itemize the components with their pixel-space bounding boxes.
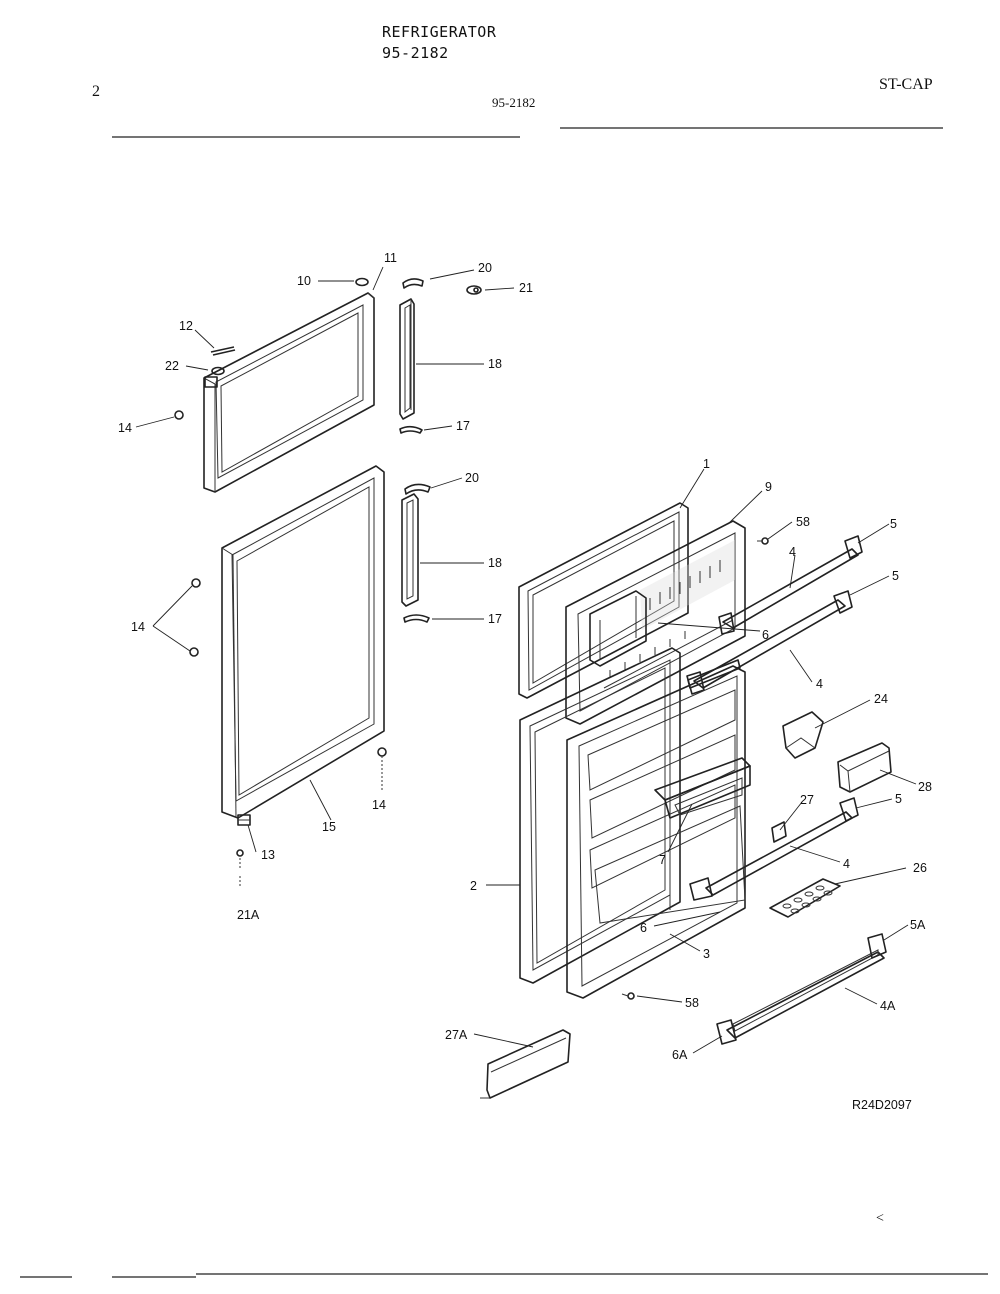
dairy-door-7 (654, 757, 751, 819)
fresh-food-door-liner-3 (566, 665, 746, 999)
callout-21: 21 (519, 281, 533, 295)
freezer-door-handle-18 (399, 298, 415, 420)
callout-14-upper: 14 (118, 421, 132, 435)
screw-58-upper (757, 537, 769, 545)
callout-14-middle: 14 (131, 620, 145, 634)
freezer-door-frame (203, 292, 375, 493)
egg-tray-26 (769, 878, 841, 918)
diagram-title: REFRIGERATOR (382, 23, 497, 41)
fresh-food-door-gasket-2 (519, 647, 681, 984)
section-code: ST-CAP (879, 76, 933, 93)
callout-20-lower: 20 (465, 471, 479, 485)
fresh-food-door-frame (221, 465, 385, 819)
callout-27a: 27A (445, 1028, 468, 1042)
header-model-number: 95-2182 (382, 44, 449, 62)
shelf-bracket-6-upper (687, 659, 741, 689)
door-shelf-bar-4-lower (689, 797, 859, 901)
door-screw-14-lower (377, 747, 387, 790)
callout-6-lower: 6 (640, 921, 647, 935)
callout-20-upper: 20 (478, 261, 492, 275)
fresh-food-door-handle-18 (401, 493, 419, 607)
callout-58-upper: 58 (796, 515, 810, 529)
callout-5a: 5A (910, 918, 926, 932)
callout-21a: 21A (237, 908, 260, 922)
callout-22: 22 (165, 359, 179, 373)
callout-58-lower: 58 (685, 996, 699, 1010)
callout-9: 9 (765, 480, 772, 494)
freezer-hinge-cover (204, 277, 369, 388)
callout-5-upper: 5 (890, 517, 897, 531)
page-number: 2 (92, 83, 100, 100)
callout-18-upper: 18 (488, 357, 502, 371)
screw-58-lower (621, 992, 635, 1000)
callout-3: 3 (703, 947, 710, 961)
handle-cap-20-upper (402, 278, 424, 289)
callout-4-lower: 4 (843, 857, 850, 871)
callout-5-middle: 5 (892, 569, 899, 583)
callout-11: 11 (384, 251, 397, 265)
hinge-pin-21a (236, 849, 244, 888)
callout-14-lower: 14 (372, 798, 386, 812)
callout-18-lower: 18 (488, 556, 502, 570)
freezer-door-liner-9 (565, 520, 746, 725)
callout-27: 27 (800, 793, 814, 807)
callout-12: 12 (179, 319, 193, 333)
door-screw-14-upper (174, 410, 184, 420)
callout-17-lower: 17 (488, 612, 502, 626)
freezer-door-gasket-1 (518, 502, 689, 699)
callout-10: 10 (297, 274, 311, 288)
corner-mark: < (876, 1211, 884, 1226)
callout-5-lower: 5 (895, 792, 902, 806)
shelf-retainer-27 (771, 821, 787, 843)
callout-6a: 6A (672, 1048, 688, 1062)
callout-4a: 4A (880, 999, 896, 1013)
callout-26: 26 (913, 861, 927, 875)
handle-cap-17-upper (399, 425, 423, 434)
callout-17-upper: 17 (456, 419, 470, 433)
hinge-pin-12 (210, 346, 236, 356)
door-stop-21 (466, 285, 482, 295)
callout-13: 13 (261, 848, 275, 862)
handle-cap-20-lower (404, 483, 431, 495)
door-hinge-13 (237, 814, 251, 826)
butter-compartment-24 (782, 711, 824, 759)
callouts: 10 11 20 21 12 22 18 14 17 20 18 17 14 1… (118, 251, 932, 1062)
callout-15: 15 (322, 820, 336, 834)
callout-7: 7 (659, 853, 666, 867)
leader-lines (135, 266, 917, 1054)
handle-cap-17-lower (403, 614, 430, 623)
callout-6-upper: 6 (762, 628, 769, 642)
callout-28: 28 (918, 780, 932, 794)
door-shelf-bar-4a (716, 933, 887, 1045)
callout-2: 2 (470, 879, 477, 893)
callout-4-upper: 4 (789, 545, 796, 559)
callout-1: 1 (703, 457, 710, 471)
bin-28 (837, 742, 892, 793)
shelf-trim-27a (480, 1029, 571, 1099)
diagram-code: R24D2097 (852, 1098, 912, 1112)
center-model-number: 95-2182 (492, 95, 535, 110)
callout-24: 24 (874, 692, 888, 706)
door-screws-14-middle (189, 578, 201, 657)
callout-4-middle: 4 (816, 677, 823, 691)
